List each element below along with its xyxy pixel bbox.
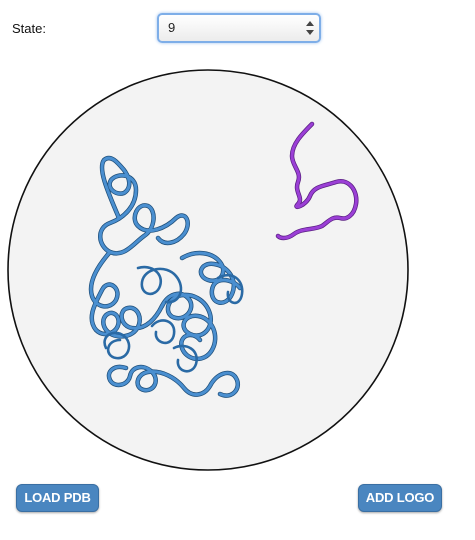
viewer-circle: [7, 69, 409, 471]
load-pdb-button[interactable]: LOAD PDB: [16, 484, 99, 512]
small-chain-ribbon: [275, 121, 359, 241]
molecule-viewer[interactable]: [6, 68, 410, 472]
up-down-arrows-icon: [306, 21, 314, 35]
state-label: State:: [12, 21, 46, 36]
state-select[interactable]: 9: [157, 13, 321, 43]
state-select-value: 9: [168, 20, 176, 35]
large-chain-ribbon: [88, 155, 244, 398]
add-logo-button[interactable]: ADD LOGO: [358, 484, 442, 512]
